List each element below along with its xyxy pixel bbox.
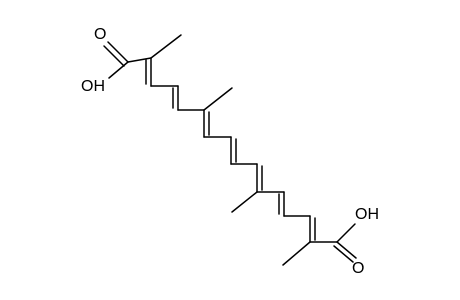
bond-c1-o1-a	[107, 41, 129, 63]
atom-label-oh-top: OH	[81, 78, 105, 95]
bond-c6-methyl	[203, 87, 233, 111]
bond-c1-oh	[108, 61, 129, 79]
bond-c11-methyl	[231, 191, 258, 213]
bond-c16-o2-a	[336, 241, 357, 259]
atom-label-o-bottom: O	[352, 260, 364, 277]
bond-c1-c2	[127, 57, 152, 63]
bond-c15-methyl	[282, 241, 311, 266]
bond-c2-methyl	[150, 34, 182, 59]
bond-c1-o1-b	[103, 45, 125, 67]
bond-c16-o2-b	[333, 245, 354, 263]
atom-label-oh-bottom: OH	[355, 206, 379, 223]
bond-c16-oh	[336, 223, 356, 243]
atom-label-o-top: O	[94, 26, 106, 43]
